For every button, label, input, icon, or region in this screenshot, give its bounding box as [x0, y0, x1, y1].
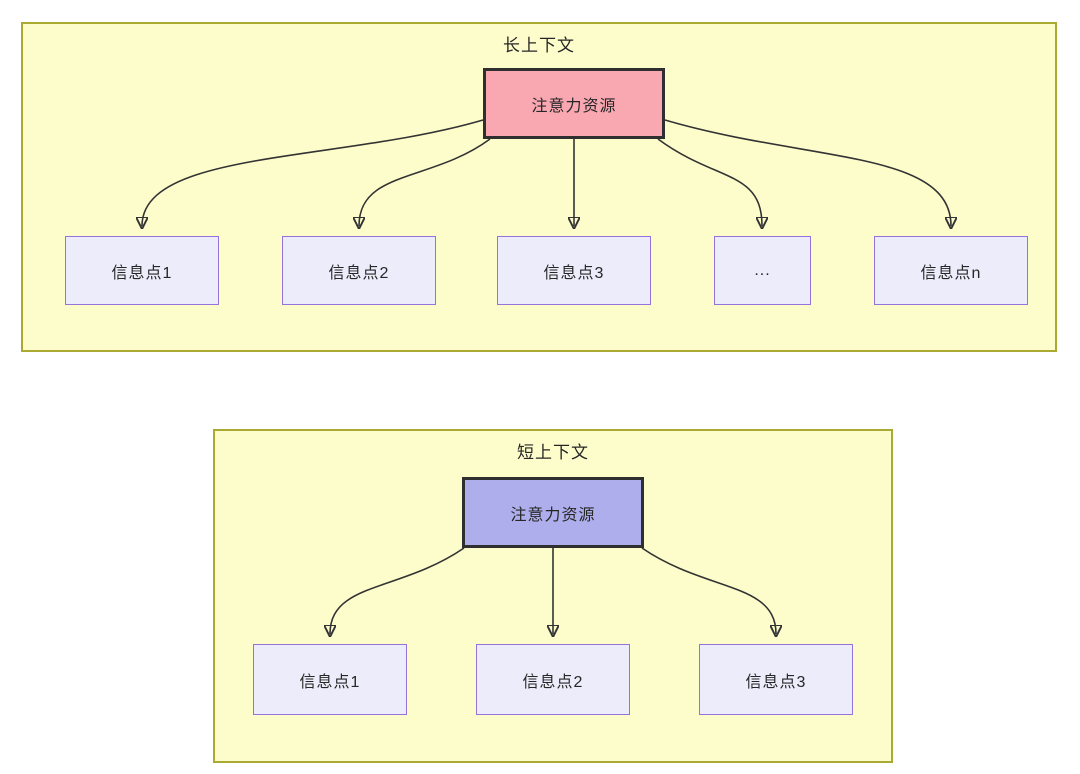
- short-info-node-3: 信息点3: [699, 644, 853, 715]
- long-info-node-n: 信息点n: [874, 236, 1028, 305]
- short-info-node-1: 信息点1: [253, 644, 407, 715]
- long-attention-resource-node: 注意力资源: [483, 68, 665, 139]
- short-context-title: 短上下文: [517, 443, 589, 462]
- short-attention-resource-node: 注意力资源: [462, 477, 644, 548]
- long-info-node-ellipsis: ...: [714, 236, 811, 305]
- long-context-title: 长上下文: [503, 36, 575, 55]
- short-info-node-2: 信息点2: [476, 644, 630, 715]
- long-info-node-1: 信息点1: [65, 236, 219, 305]
- long-info-node-2: 信息点2: [282, 236, 436, 305]
- long-info-node-3: 信息点3: [497, 236, 651, 305]
